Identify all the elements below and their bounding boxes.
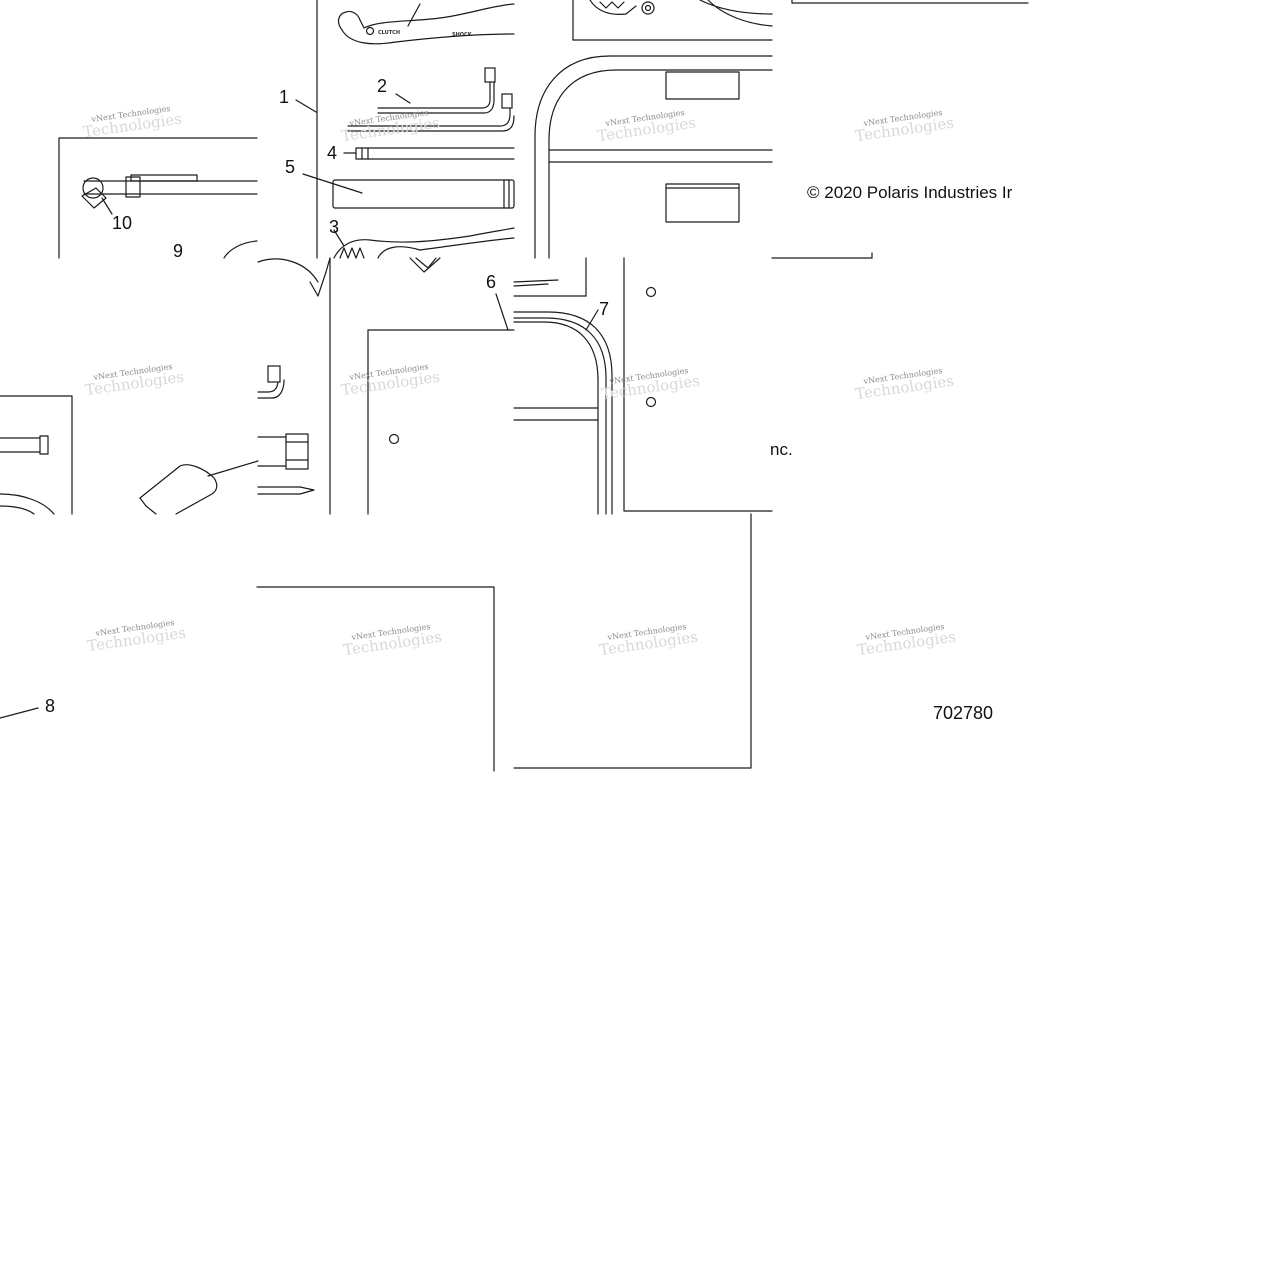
callout-4: 4 [327,143,337,163]
copyright-text-fragment: © 2020 Polaris Industries Ir [807,183,1013,202]
side-panel [623,257,773,512]
socket-and-case [0,365,315,515]
bracket-box [58,137,258,259]
callout-3: 3 [329,217,339,237]
callout-7: 7 [599,299,609,319]
lower-panels [0,513,752,772]
top-right-fragment [771,0,1029,259]
pliers-fragment [409,257,587,297]
callout-6: 6 [486,272,496,292]
wrench-mark-shock: SHOCK [452,32,473,38]
hex-key-wrench [347,67,515,132]
callout-8: 8 [45,696,55,716]
copyright-text-fragment-end: nc. [770,440,793,459]
extension-bar [343,147,515,160]
callout-10: 10 [112,213,132,233]
callout-labels: 1 2 3 4 5 6 7 8 9 10 [45,76,609,716]
wrench-mark-clutch: CLUTCH [378,30,400,36]
callout-1: 1 [279,87,289,107]
pliers [333,227,515,259]
tool-bag-frame [534,55,773,259]
callout-5: 5 [285,157,295,177]
screwdriver-handle [302,173,515,209]
floor-panel [329,257,515,515]
clip-arc [257,257,331,297]
part-number: 702780 [933,703,993,723]
callout-9: 9 [173,241,183,261]
pliers-inset-box [572,0,773,41]
callout-2: 2 [377,76,387,96]
hook-spanner-wrench: CLUTCH SHOCK [337,3,515,45]
frame-tube [513,309,613,515]
